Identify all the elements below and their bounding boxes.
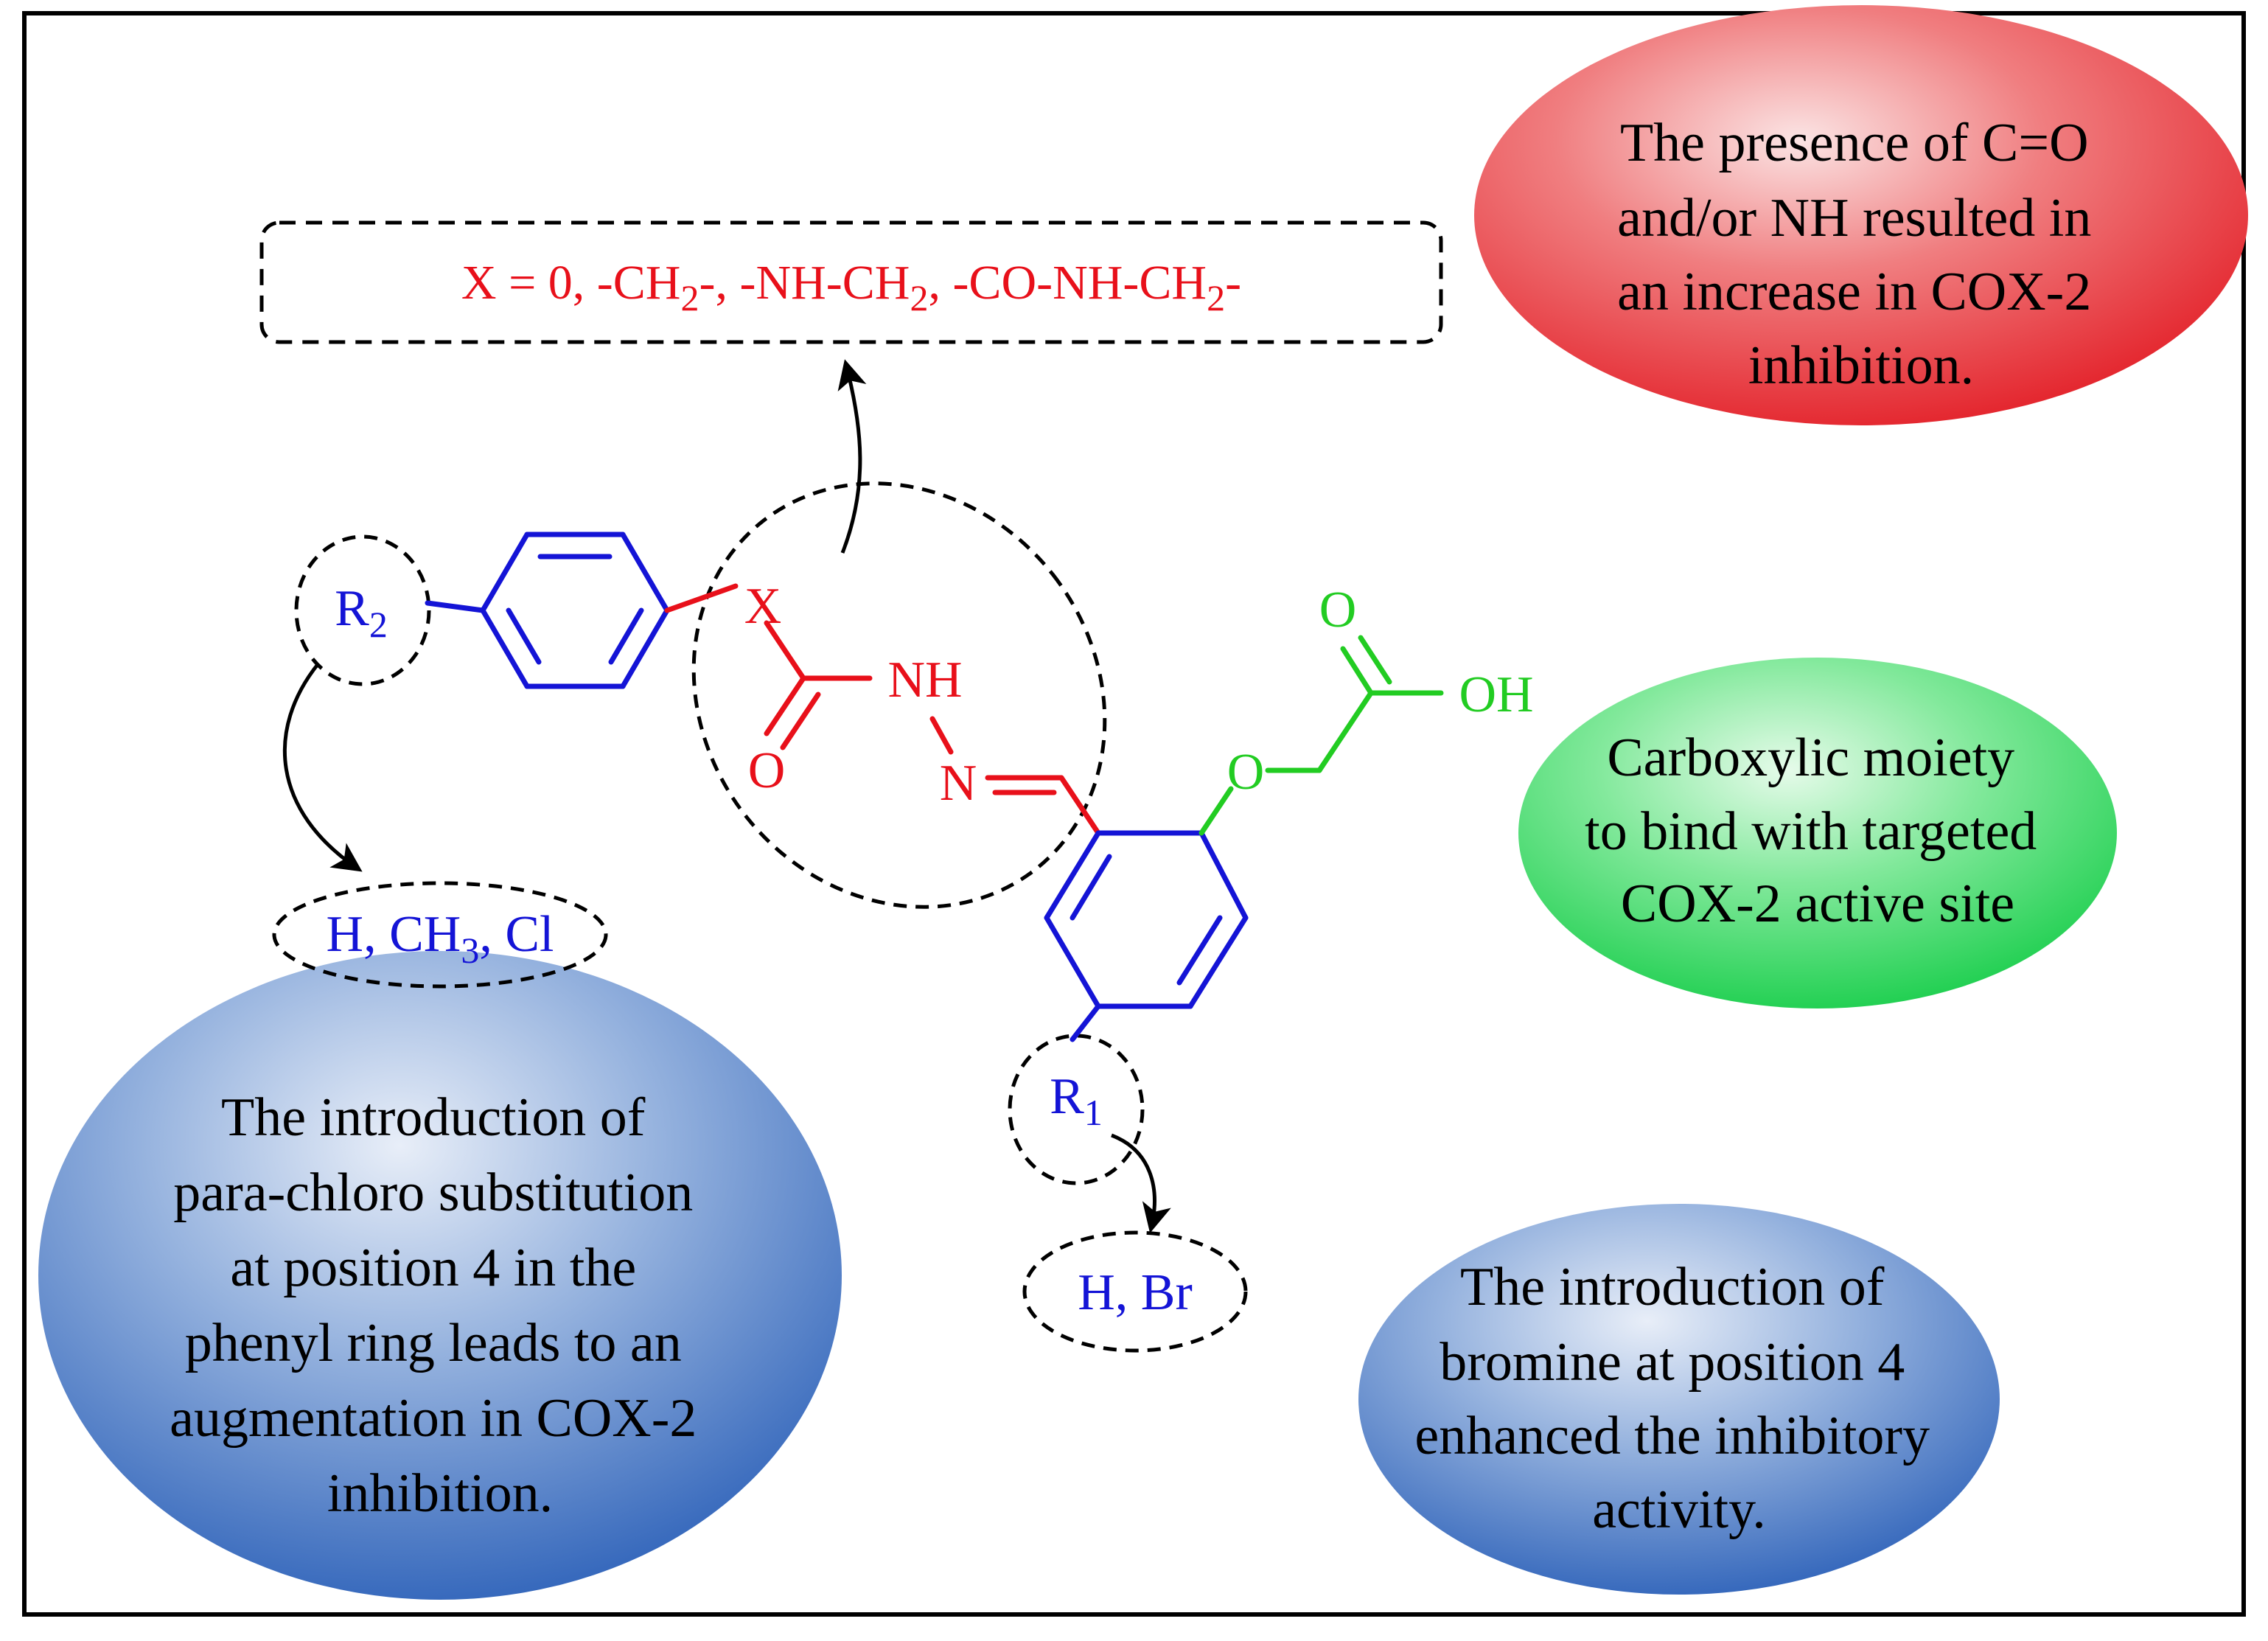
- blue-right-note-text: The introduction of bromine at position …: [1414, 1257, 1943, 1540]
- blue-right-note-line-3: enhanced the inhibitory: [1414, 1406, 1930, 1466]
- blue-left-note-ellipse: [38, 951, 842, 1600]
- oxyacetic-acid-chain: [1198, 635, 1444, 836]
- x-def-sub3: 2: [1207, 277, 1225, 318]
- x-def-mid1: -, -NH-CH: [699, 256, 910, 310]
- red-note-text: The presence of C=O and/or NH resulted i…: [1617, 113, 2105, 396]
- ether-o-label: O: [1227, 744, 1265, 801]
- x-def-mid2: , -CO-NH-CH: [928, 256, 1207, 310]
- red-note-line-3: an increase in COX-2: [1617, 262, 2091, 322]
- red-note-line-1: The presence of C=O: [1620, 113, 2089, 173]
- carbonyl-o-label: O: [748, 742, 786, 799]
- blue-right-note-ellipse: [1358, 1204, 2000, 1595]
- blue-left-note-line-6: inhibition.: [327, 1463, 553, 1524]
- x-definition-box: [259, 220, 1443, 344]
- x-def-sub2: 2: [910, 277, 928, 318]
- linker-to-xdef-arrow: [837, 359, 867, 554]
- r1-options-label: H, Br: [1078, 1264, 1193, 1321]
- blue-left-note-line-3: at position 4 in the: [230, 1238, 636, 1298]
- r1-label: R1: [1050, 1068, 1103, 1133]
- x-atom-label: X: [744, 578, 782, 635]
- r1-highlight-circle: [1008, 1034, 1145, 1185]
- blue-right-note-line-2: bromine at position 4: [1440, 1332, 1905, 1393]
- red-note-line-2: and/or NH resulted in: [1617, 188, 2091, 248]
- lower-phenyl-ring: [1044, 830, 1249, 1042]
- blue-left-note-line-4: phenyl ring leads to an: [185, 1313, 682, 1373]
- nh-atom-label: NH: [887, 652, 962, 708]
- r2-to-options-arrow: [282, 662, 363, 872]
- blue-right-note-line-1: The introduction of: [1460, 1257, 1885, 1317]
- r1-subscript: 1: [1084, 1092, 1103, 1133]
- r1-to-options-arrow: [1111, 1133, 1171, 1233]
- linker-highlight-ellipse: [691, 481, 1107, 909]
- r2-options-sub: 3: [461, 930, 479, 971]
- blue-left-note-line-1: The introduction of: [221, 1087, 646, 1148]
- x-def-sub1: 2: [680, 277, 699, 318]
- green-note-ellipse: [1518, 658, 2117, 1008]
- top-phenyl-ring: [425, 532, 670, 689]
- green-note-line-1: Carboxylic moiety: [1607, 728, 2014, 788]
- n-atom-label: N: [940, 755, 977, 812]
- oh-label: OH: [1459, 666, 1533, 723]
- r2-options-tail: , Cl: [479, 906, 554, 963]
- red-note-line-4: inhibition.: [1748, 335, 1974, 396]
- r2-highlight-circle: [294, 534, 431, 686]
- r2-options-lead: H, CH: [327, 906, 461, 963]
- r1-letter: R: [1050, 1068, 1084, 1125]
- x-definition-text: X = 0, -CH2-, -NH-CH2, -CO-NH-CH2-: [461, 256, 1241, 318]
- green-note-line-3: COX-2 active site: [1621, 874, 2014, 934]
- hydrazone-linker: [764, 620, 1101, 836]
- blue-left-note-line-2: para-chloro substitution: [173, 1163, 693, 1223]
- r2-subscript: 2: [369, 604, 388, 645]
- blue-left-note-text: The introduction of para-chloro substitu…: [170, 1087, 711, 1524]
- green-note-text: Carboxylic moiety to bind with targeted …: [1585, 728, 2051, 934]
- acid-carbonyl-o-label: O: [1319, 582, 1357, 638]
- green-note-line-2: to bind with targeted: [1585, 801, 2037, 862]
- r1-options-ellipse: [1022, 1230, 1248, 1353]
- r2-label: R2: [335, 580, 388, 645]
- r2-options-ellipse: [272, 881, 608, 989]
- ring-x-bond: [664, 583, 739, 613]
- x-def-lead: X = 0, -CH: [461, 256, 681, 310]
- blue-left-note-line-5: augmentation in COX-2: [170, 1388, 697, 1449]
- outer-frame: [22, 11, 2246, 1617]
- red-note-ellipse: [1474, 5, 2248, 425]
- r2-options-label: H, CH3, Cl: [327, 906, 554, 971]
- x-def-tail: -: [1225, 256, 1241, 310]
- r2-letter: R: [335, 580, 369, 637]
- blue-right-note-line-4: activity.: [1592, 1480, 1766, 1540]
